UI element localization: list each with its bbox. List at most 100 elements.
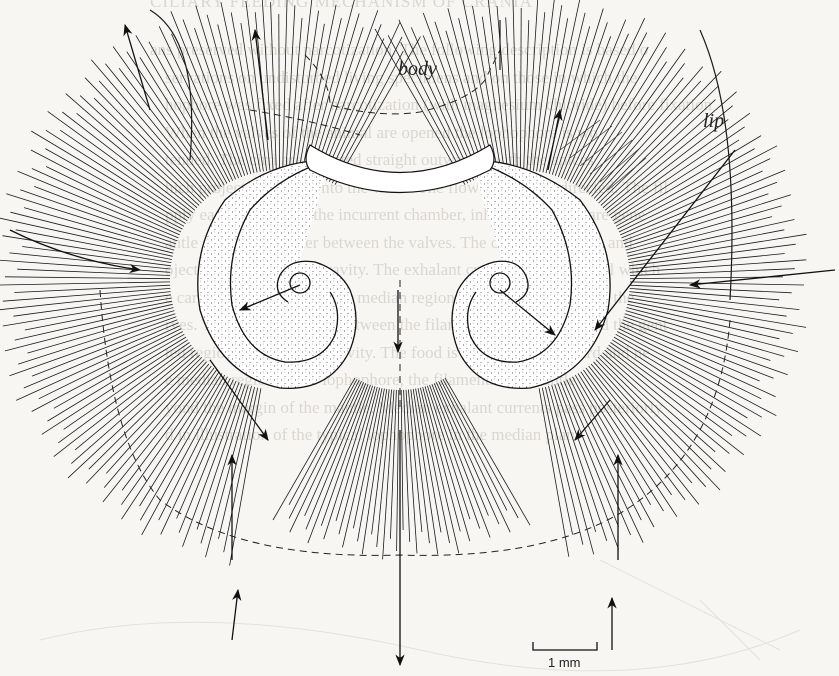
- filament: [621, 323, 759, 381]
- arrow-top-center-left: [255, 30, 268, 140]
- filament: [177, 381, 237, 519]
- filament: [71, 353, 197, 464]
- filament: [609, 113, 750, 215]
- filament: [626, 311, 785, 357]
- filament: [54, 348, 194, 457]
- filament: [570, 378, 642, 520]
- filament: [201, 385, 248, 543]
- filament: [32, 320, 177, 376]
- filament: [14, 285, 170, 292]
- filament: [578, 373, 664, 511]
- filament: [623, 182, 777, 241]
- filament: [596, 360, 720, 490]
- right-spiral: [452, 160, 610, 388]
- filament: [161, 380, 234, 535]
- filament: [567, 18, 644, 181]
- filament: [397, 390, 399, 551]
- filament: [629, 234, 807, 262]
- filament: [619, 159, 770, 232]
- filament: [594, 362, 706, 487]
- filament: [10, 212, 173, 253]
- filament: [34, 186, 177, 241]
- filament: [159, 378, 231, 520]
- filament: [290, 381, 362, 532]
- filament: [292, 0, 312, 171]
- scale-bar: [533, 642, 597, 650]
- filament: [404, 390, 410, 542]
- filament: [575, 375, 650, 505]
- filament: [401, 390, 403, 530]
- scale-bar-label: 1 mm: [548, 655, 581, 670]
- filament: [629, 298, 807, 327]
- filament: [289, 18, 302, 171]
- filament: [377, 390, 392, 547]
- background-faint-lines: [40, 560, 800, 671]
- filament: [616, 334, 762, 417]
- filament: [530, 12, 545, 170]
- filament: [623, 320, 774, 379]
- filament: [624, 317, 788, 375]
- filament: [289, 379, 357, 505]
- filament: [5, 277, 170, 279]
- filament: [540, 18, 568, 172]
- filament: [596, 71, 721, 201]
- filament: [179, 382, 239, 532]
- filament: [48, 337, 187, 421]
- filament: [427, 386, 470, 519]
- filament: [17, 269, 170, 275]
- filament: [159, 26, 233, 180]
- filament: [506, 17, 514, 170]
- filament: [521, 8, 522, 170]
- filament: [542, 388, 572, 535]
- filament: [619, 329, 762, 399]
- filament: [105, 64, 210, 195]
- filament: [573, 377, 655, 527]
- filament: [279, 14, 280, 170]
- filament: [573, 47, 648, 184]
- filament: [326, 23, 399, 181]
- filament: [497, 6, 511, 170]
- filament: [607, 348, 744, 455]
- filament: [537, 5, 562, 171]
- filament: [3, 298, 172, 326]
- filament: [601, 100, 716, 206]
- filament: [430, 385, 480, 529]
- filament: [68, 355, 200, 478]
- filament: [353, 388, 382, 528]
- filament: [10, 317, 177, 376]
- filament: [362, 389, 387, 554]
- filament: [283, 0, 288, 170]
- filament: [206, 386, 252, 557]
- filament: [94, 98, 201, 203]
- filament: [620, 326, 776, 397]
- filament: [390, 390, 396, 539]
- filament: [589, 366, 699, 504]
- filament: [54, 334, 184, 408]
- filament: [318, 10, 378, 176]
- filament: [286, 5, 295, 170]
- filament: [77, 113, 195, 210]
- filament: [630, 285, 792, 293]
- filament: [558, 383, 619, 549]
- filament: [406, 390, 417, 554]
- filament: [399, 20, 474, 181]
- body-label: body: [398, 58, 437, 81]
- filament: [383, 390, 394, 560]
- filament: [413, 389, 438, 554]
- arrow-lip: [595, 150, 735, 330]
- filament: [423, 13, 482, 177]
- filament: [142, 377, 228, 535]
- filament: [513, 0, 517, 170]
- filaments: [0, 0, 806, 566]
- filament: [0, 282, 170, 285]
- filament: [183, 20, 242, 177]
- filament: [439, 381, 511, 532]
- filament: [0, 292, 171, 311]
- lip-label: lip: [703, 110, 724, 133]
- filament: [545, 387, 583, 545]
- filament: [436, 382, 499, 524]
- filament: [140, 375, 224, 520]
- filament: [113, 47, 216, 191]
